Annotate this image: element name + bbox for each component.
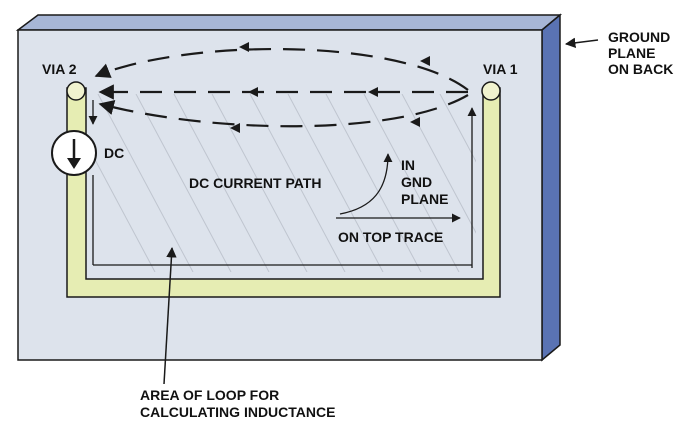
hatch-line — [439, 94, 476, 163]
ground-plane-label-line-2: PLANE — [608, 45, 655, 61]
in-gnd-plane-label-line-2: GND — [401, 174, 432, 190]
ground-return-arrowheads — [230, 42, 430, 133]
ground-plane-leader — [564, 37, 599, 49]
into-gnd-plane-arrow — [339, 153, 393, 215]
via-2-label: VIA 2 — [42, 61, 77, 77]
loop-area-label-line-1: AREA OF LOOP FOR — [140, 387, 279, 403]
in-gnd-plane-label-line-3: PLANE — [401, 191, 448, 207]
via-1-label: VIA 1 — [483, 61, 518, 77]
hatch-line — [363, 94, 460, 272]
ground-plane-label-line-3: ON BACK — [608, 61, 673, 77]
loop-area-label-line-2: CALCULATING INDUCTANCE — [140, 404, 335, 420]
hatch-line — [173, 94, 270, 272]
hatch-line — [287, 94, 384, 272]
board-side-edge — [541, 13, 561, 362]
via-2 — [66, 81, 86, 101]
ground-plane-label-line-1: GROUND — [608, 29, 670, 45]
hatch-line — [97, 94, 194, 272]
board-face — [17, 29, 543, 361]
dc-current-path-lines — [88, 100, 477, 268]
via-1 — [481, 81, 501, 101]
hatch-line — [96, 160, 156, 272]
on-top-trace-label: ON TOP TRACE — [338, 229, 443, 245]
dc-label: DC — [104, 145, 124, 161]
hatch-line — [135, 94, 232, 272]
in-gnd-plane-label-line-1: IN — [401, 157, 415, 173]
loop-area-leader — [163, 246, 177, 385]
hatch-line — [249, 94, 346, 272]
hatch-line — [325, 94, 422, 272]
dc-current-source-icon — [51, 130, 97, 176]
board-top-edge — [15, 14, 563, 31]
dc-current-path-label: DC CURRENT PATH — [189, 175, 321, 191]
ground-return-current-paths — [94, 47, 469, 128]
